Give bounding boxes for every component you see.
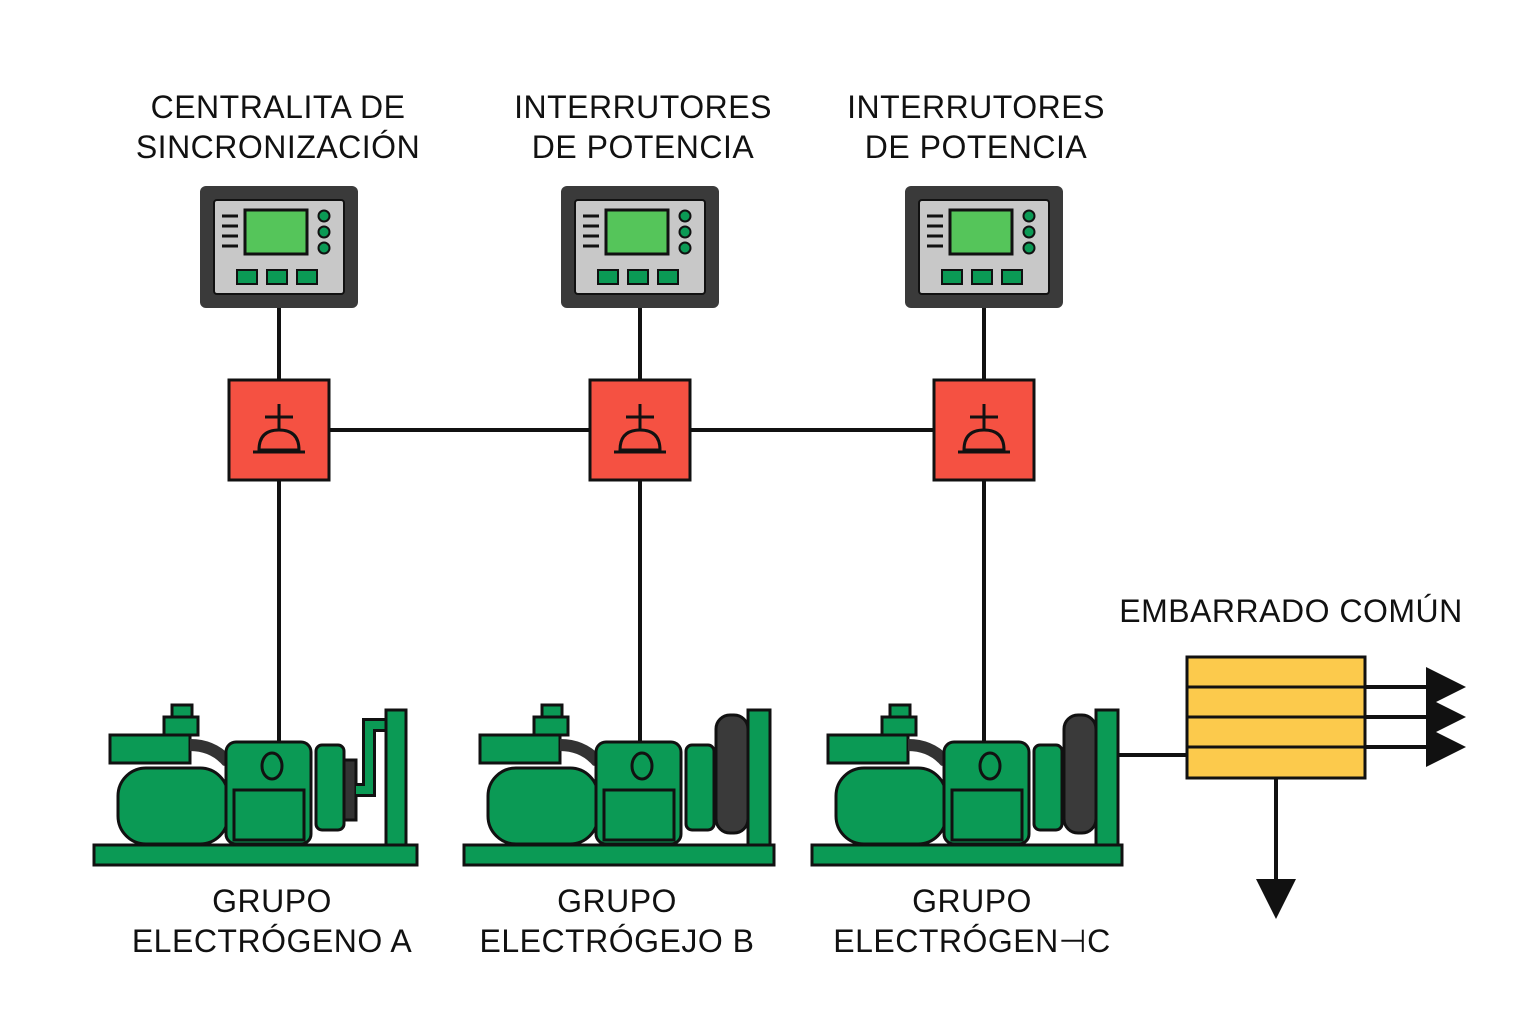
label-line: ELECTRÓGEJO B <box>479 923 755 959</box>
generator-set <box>92 703 419 867</box>
controller-unit <box>905 186 1063 308</box>
frame-post <box>1094 708 1120 847</box>
terminal-cap <box>978 751 1002 781</box>
generator-set <box>462 703 776 867</box>
filter-cap <box>162 715 200 737</box>
frame-post <box>746 708 772 847</box>
circuit-breaker <box>932 378 1036 482</box>
generator-set <box>810 703 1124 867</box>
frame-post <box>384 708 408 847</box>
label-line: CENTRALITA DE <box>150 89 406 125</box>
controller-screen <box>948 208 1014 256</box>
busbar-label: EMBARRADO COMÚN <box>1119 593 1463 629</box>
controller-button-icon <box>941 269 963 285</box>
flywheel-housing <box>1032 743 1064 832</box>
controller-screen <box>243 208 309 256</box>
label-line: ELECTRÓGENO A <box>131 923 413 959</box>
label-line: GRUPO <box>912 883 1032 919</box>
status-led-icon <box>1022 225 1036 239</box>
breaker-label-c: INTERRUTORES DE POTENCIA <box>826 87 1126 167</box>
label-line: DE POTENCIA <box>864 129 1088 165</box>
flywheel-housing <box>684 743 716 832</box>
status-led-icon <box>317 241 331 255</box>
label-line: INTERRUTORES <box>514 89 772 125</box>
generator-skid <box>92 843 419 867</box>
filter-cap <box>880 715 918 737</box>
air-filter <box>478 733 562 765</box>
controller-unit <box>200 186 358 308</box>
radiator-disc <box>1062 713 1098 835</box>
controller-button-icon <box>597 269 619 285</box>
exhaust-pipe <box>342 758 358 822</box>
alternator-lower <box>232 788 306 842</box>
status-led-icon <box>317 225 331 239</box>
filter-cap <box>532 715 570 737</box>
engine-block <box>116 766 230 846</box>
engine-block <box>486 766 600 846</box>
filter-knob <box>170 703 194 719</box>
circuit-breaker <box>227 378 331 482</box>
circuit-breaker <box>588 378 692 482</box>
controller-button-icon <box>266 269 288 285</box>
generator-skid <box>462 843 776 867</box>
controller-button-icon <box>971 269 993 285</box>
breaker-label-b: INTERRUTORES DE POTENCIA <box>493 87 793 167</box>
filter-knob <box>540 703 564 719</box>
radiator-disc <box>714 713 750 835</box>
generator-label-b: GRUPO ELECTRÓGEJO B <box>467 881 767 961</box>
status-led-icon <box>317 209 331 223</box>
controller-button-icon <box>657 269 679 285</box>
controller-unit <box>561 186 719 308</box>
status-led-icon <box>678 225 692 239</box>
generator-label-a: GRUPO ELECTRÓGENO A <box>122 881 422 961</box>
air-filter <box>826 733 910 765</box>
engine-block <box>834 766 948 846</box>
wiring <box>277 308 1466 919</box>
status-led-icon <box>678 209 692 223</box>
terminal-cap <box>260 751 284 781</box>
filter-knob <box>888 703 912 719</box>
flywheel-housing <box>314 743 346 832</box>
alternator-lower <box>602 788 676 842</box>
label-line: GRUPO <box>212 883 332 919</box>
controller-button-icon <box>296 269 318 285</box>
label-line: SINCRONIZACIÓN <box>135 129 421 165</box>
label-line: INTERRUTORES <box>847 89 1105 125</box>
breaker-bell-icon <box>618 428 662 452</box>
label-line: GRUPO <box>557 883 677 919</box>
breaker-bell-icon <box>257 428 301 452</box>
controller-button-icon <box>627 269 649 285</box>
terminal-cap <box>630 751 654 781</box>
exhaust-outlet-fill <box>356 721 386 794</box>
status-led-icon <box>678 241 692 255</box>
generator-skid <box>810 843 1124 867</box>
controller-screen <box>604 208 670 256</box>
alternator-lower <box>950 788 1024 842</box>
label-line: ELECTRÓGEN⊣C <box>833 923 1111 959</box>
air-filter <box>108 733 192 765</box>
status-led-icon <box>1022 241 1036 255</box>
status-led-icon <box>1022 209 1036 223</box>
controller-button-icon <box>1001 269 1023 285</box>
breaker-bell-icon <box>962 428 1006 452</box>
common-busbar <box>1185 655 1367 780</box>
label-line: DE POTENCIA <box>531 129 755 165</box>
controller-label-a: CENTRALITA DE SINCRONIZACIÓN <box>128 87 428 167</box>
generator-label-c: GRUPO ELECTRÓGEN⊣C <box>822 881 1122 961</box>
controller-button-icon <box>236 269 258 285</box>
